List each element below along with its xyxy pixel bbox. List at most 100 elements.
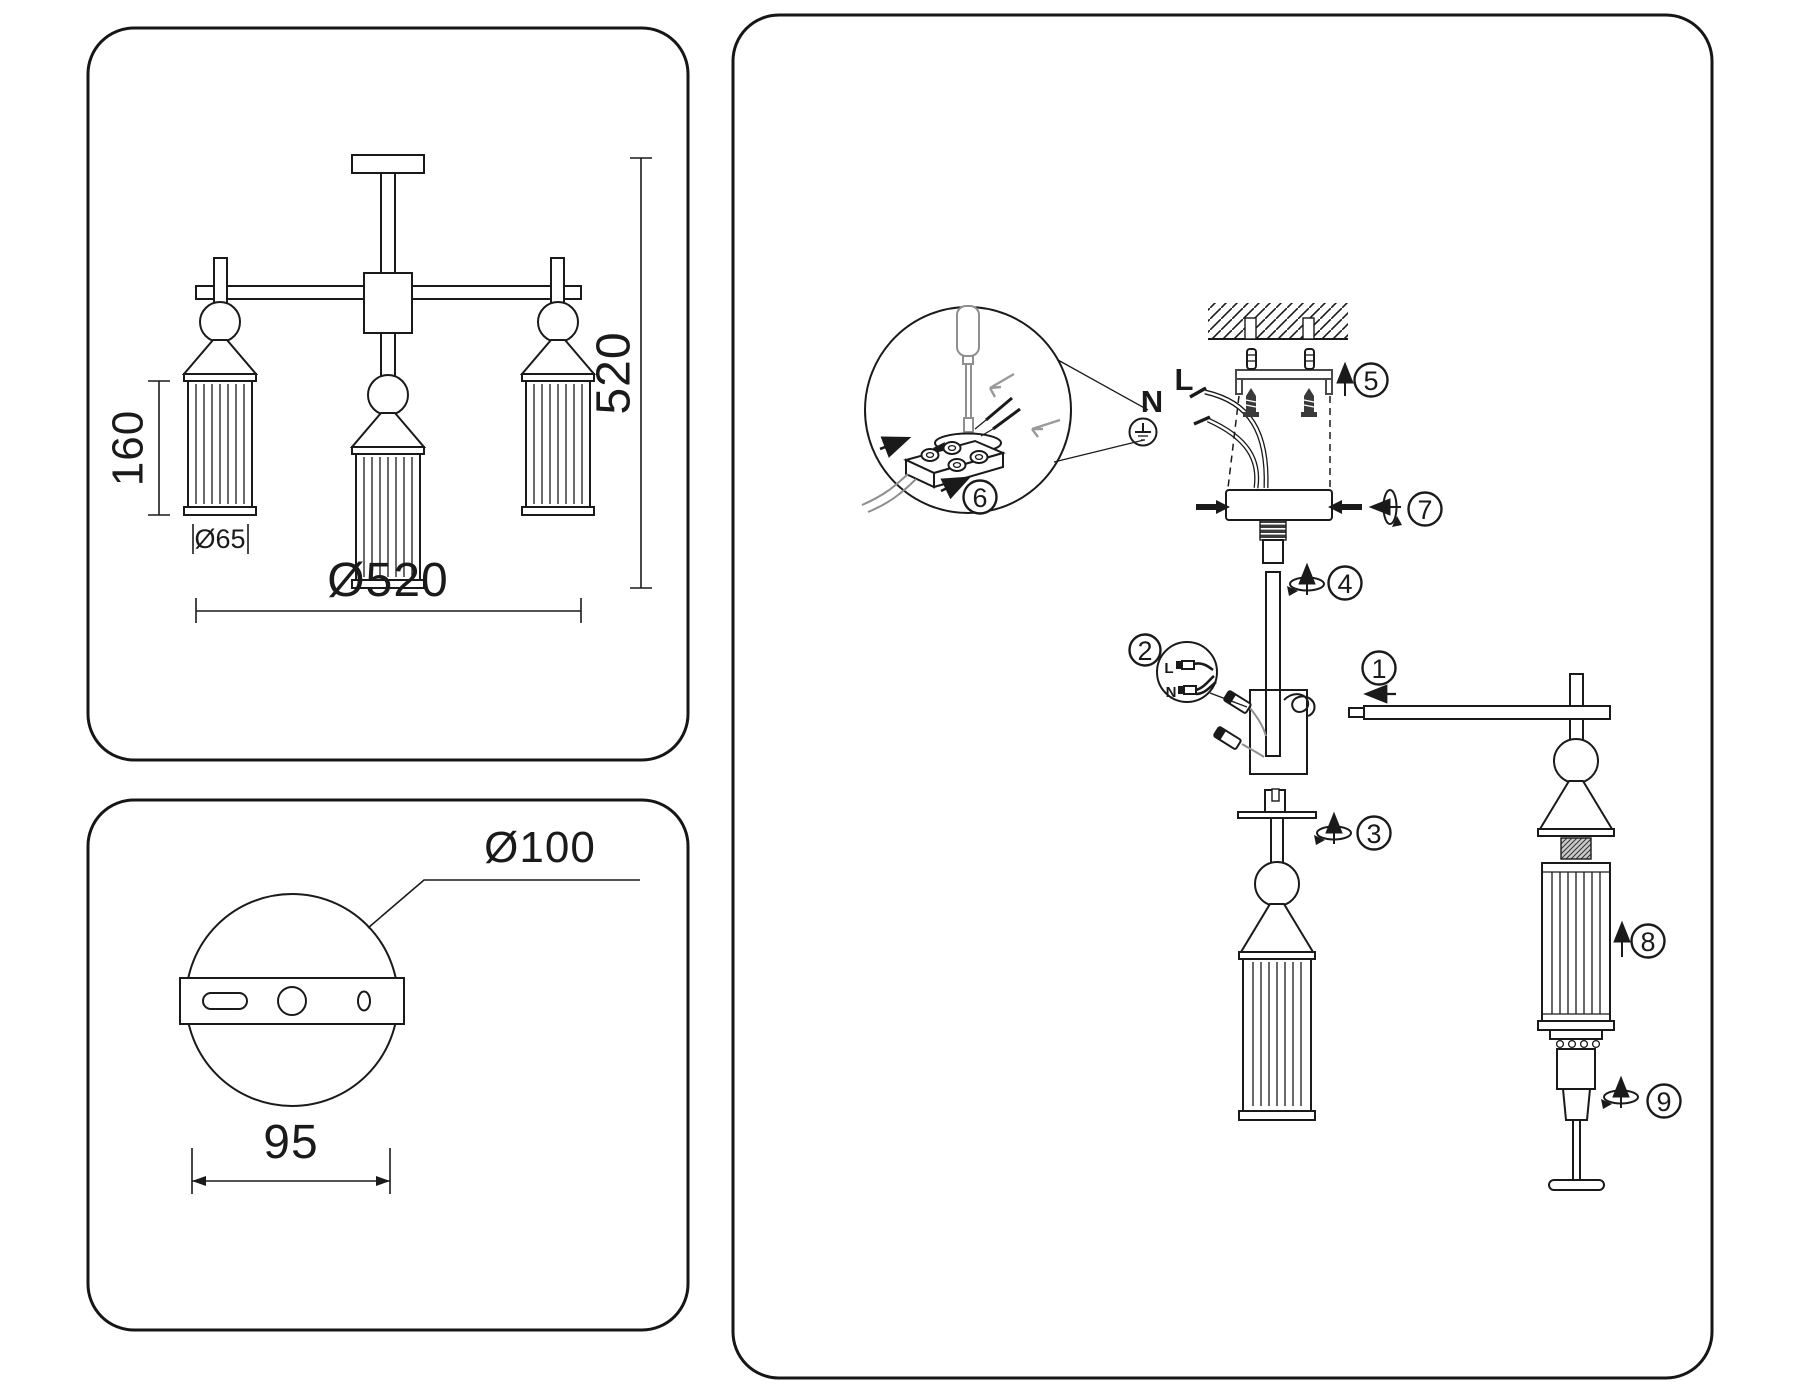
screw-icon [1243, 388, 1317, 417]
right-shade [521, 339, 595, 516]
detail-neutral-label: N [1166, 684, 1177, 701]
dim-label-fixture-diameter: Ø520 [327, 554, 448, 607]
insert-arrow-icons [879, 372, 1061, 500]
drill-hole [1244, 317, 1257, 340]
detail-wires [861, 396, 1021, 513]
step-badge-6: 6 [962, 479, 998, 515]
chandelier-front-drawing [183, 154, 595, 589]
cone-plate [1537, 828, 1615, 837]
hub-wiring-assembly: L N 2 [1128, 633, 1316, 775]
wall-anchor-icon [1246, 348, 1315, 370]
left-sphere [199, 301, 241, 343]
cable-gland [1259, 519, 1287, 541]
socket-contacts [1549, 1029, 1603, 1049]
step-badge-5: 5 [1353, 362, 1389, 398]
pendant-stem [1270, 817, 1284, 865]
step-badge-2: 2 [1128, 633, 1162, 667]
side-screw-arrows [1196, 500, 1362, 514]
panel-assembly-border [731, 13, 1714, 1380]
lamp-stem-top [1569, 673, 1584, 707]
neutral-label: N [1141, 384, 1163, 419]
dim-label-shade-diameter: Ø65 [194, 524, 245, 554]
pendant-cone-plate [1238, 951, 1316, 960]
mounting-bracket [179, 977, 405, 1025]
left-shade [183, 339, 257, 516]
ground-icon [1128, 417, 1158, 447]
side-lamp-assembly: 8 9 [1537, 673, 1682, 1191]
central-stem [380, 172, 396, 275]
screwdriver-icon [956, 305, 980, 433]
dimension-shade-diameter: Ø65 [192, 524, 249, 554]
step-badge-9: 9 [1646, 1083, 1682, 1119]
bracket-center-hole [277, 986, 307, 1016]
detail-line-label: L [1164, 660, 1173, 677]
wire-connector-icon [1223, 690, 1252, 714]
mounting-strap [1235, 369, 1333, 395]
threaded-nipple [1560, 837, 1592, 860]
ceiling-hatch [1208, 303, 1348, 339]
panel-assembly: 6 N L [731, 13, 1714, 1380]
dim-label-fixture-height: 520 [588, 331, 641, 414]
arm-assembly: 1 [1348, 650, 1611, 720]
supply-labels: N L [1128, 362, 1194, 447]
dimension-fixture-diameter: Ø520 [195, 554, 582, 623]
dim-label-canopy-diameter: Ø100 [484, 823, 596, 872]
canopy-cup [1225, 489, 1333, 521]
line-label: L [1175, 362, 1194, 397]
dim-label-hole-spacing: 95 [263, 1116, 318, 1169]
pendant-shade [1238, 958, 1316, 1121]
ceiling-plate [351, 154, 425, 174]
right-stem [550, 257, 565, 307]
bracket-small-hole [357, 990, 371, 1012]
panel-canopy-view: Ø100 95 [86, 798, 690, 1332]
lamp-sphere [1553, 738, 1599, 784]
lamp-arm [1363, 705, 1611, 720]
arm-tenon [1348, 707, 1365, 718]
dimension-fixture-height: 520 [588, 157, 652, 589]
drill-hole [1302, 317, 1315, 340]
hub-rod [1265, 689, 1281, 757]
bayonet-fitting [1264, 788, 1286, 813]
central-hub [363, 272, 413, 334]
step-badge-1: 1 [1361, 650, 1397, 686]
pendant-sphere [1254, 861, 1300, 907]
step-number-5: 5 [1363, 366, 1378, 396]
coiled-wire [1283, 693, 1316, 717]
dim-label-shade-height: 160 [104, 410, 153, 486]
center-pendant-assembly: 3 [1237, 788, 1392, 1121]
leader-canopy-diameter: Ø100 [367, 823, 640, 929]
connector-detail-bubble: L N [1156, 641, 1248, 708]
center-sphere [367, 374, 409, 416]
bulb-icon [1548, 1048, 1605, 1191]
step-number-1: 1 [1371, 654, 1386, 684]
step-badge-4: 4 [1327, 565, 1363, 601]
step-number-7: 7 [1417, 495, 1432, 525]
dimension-shade-height: 160 [104, 380, 170, 516]
center-drop-stem [380, 332, 396, 378]
step-number-3: 3 [1366, 819, 1381, 849]
right-sphere [537, 301, 579, 343]
panel-front-view: 160 Ø65 Ø520 520 [86, 26, 690, 762]
step-badge-7: 7 [1407, 491, 1443, 527]
lamp-shade [1537, 862, 1615, 1031]
down-rod [1265, 571, 1281, 691]
projection-line [1227, 395, 1240, 489]
step-number-8: 8 [1640, 927, 1655, 957]
canopy-assembly: 7 [1196, 489, 1443, 564]
step-number-2: 2 [1137, 636, 1152, 666]
downrod-assembly: 4 [1265, 565, 1363, 691]
step-badge-8: 8 [1630, 923, 1666, 959]
step-number-9: 9 [1656, 1087, 1671, 1117]
bracket-slot-hole [202, 992, 248, 1010]
step-badge-3: 3 [1356, 815, 1392, 851]
dimension-hole-spacing: 95 [191, 1116, 391, 1194]
left-stem [213, 257, 228, 307]
ceiling-mounting: 5 [1208, 303, 1389, 489]
step-number-6: 6 [972, 483, 987, 513]
gland-nut [1262, 539, 1284, 564]
mains-wires [1189, 386, 1269, 489]
step-number-4: 4 [1337, 569, 1352, 599]
wiring-detail-bubble: 6 [861, 305, 1149, 515]
lamp-stem-bottom [1569, 718, 1584, 742]
